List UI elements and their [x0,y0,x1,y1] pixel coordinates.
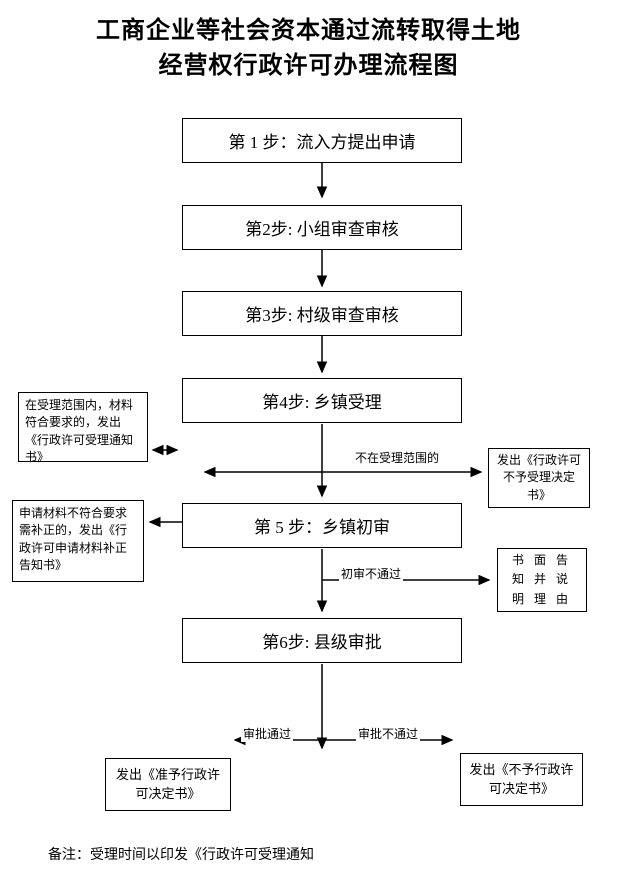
arrow-label-preliminary-fail: 初审不通过 [339,565,404,582]
step-6-label: 第6步: 县级审批 [262,633,382,652]
denial-decision-box: 发出《不予行政许可决定书》 [460,753,583,806]
step-2-label: 第2步: 小组审查审核 [245,220,399,239]
denial-decision-text: 发出《不予行政许可决定书》 [469,761,574,796]
page-title-line-1: 工商企业等社会资本通过流转取得土地 [96,18,521,44]
arrow-label-out-of-scope: 不在受理范围的 [353,449,442,466]
approval-decision-box: 发出《准予行政许可决定书》 [105,758,231,811]
rejection-decision-box: 发出《行政许可不予受理决定书》 [488,448,590,508]
step-1-label: 第 1 步：流入方提出申请 [228,133,416,152]
rejection-decision-text: 发出《行政许可不予受理决定书》 [496,452,581,502]
written-explanation-box: 书面告知并说明理由 [497,548,587,612]
acceptance-notice-box: 在受理范围内，材料符合要求的，发出《行政许可受理通知书》 [18,392,148,465]
step-5-box: 第 5 步：乡镇初审 [182,503,462,548]
step-5-label: 第 5 步：乡镇初审 [254,518,390,537]
page-title: 工商企业等社会资本通过流转取得土地 经营权行政许可办理流程图 [0,14,617,84]
step-6-box: 第6步: 县级审批 [182,618,462,663]
step-4-label: 第4步: 乡镇受理 [262,393,382,412]
approval-decision-text: 发出《准予行政许可决定书》 [115,766,220,801]
arrow-label-not-approved: 审批不通过 [356,725,421,742]
step-3-box: 第3步: 村级审查审核 [182,291,462,336]
correction-notice-box: 申请材料不符合要求需补正的，发出《行政许可申请材料补正告知书》 [12,500,144,582]
acceptance-notice-text: 在受理范围内，材料符合要求的，发出《行政许可受理通知书》 [25,398,134,465]
footer-note: 备注：受理时间以印发《行政许可受理通知 [48,848,314,863]
step-3-label: 第3步: 村级审查审核 [245,306,399,325]
page-title-line-2: 经营权行政许可办理流程图 [158,52,459,79]
step-1-box: 第 1 步：流入方提出申请 [182,118,462,163]
written-explanation-text: 书面告知并说明理由 [511,553,578,606]
step-4-box: 第4步: 乡镇受理 [182,378,462,423]
step-2-box: 第2步: 小组审查审核 [182,205,462,250]
correction-notice-text: 申请材料不符合要求需补正的，发出《行政许可申请材料补正告知书》 [19,506,128,573]
arrow-label-approved: 审批通过 [241,725,294,742]
